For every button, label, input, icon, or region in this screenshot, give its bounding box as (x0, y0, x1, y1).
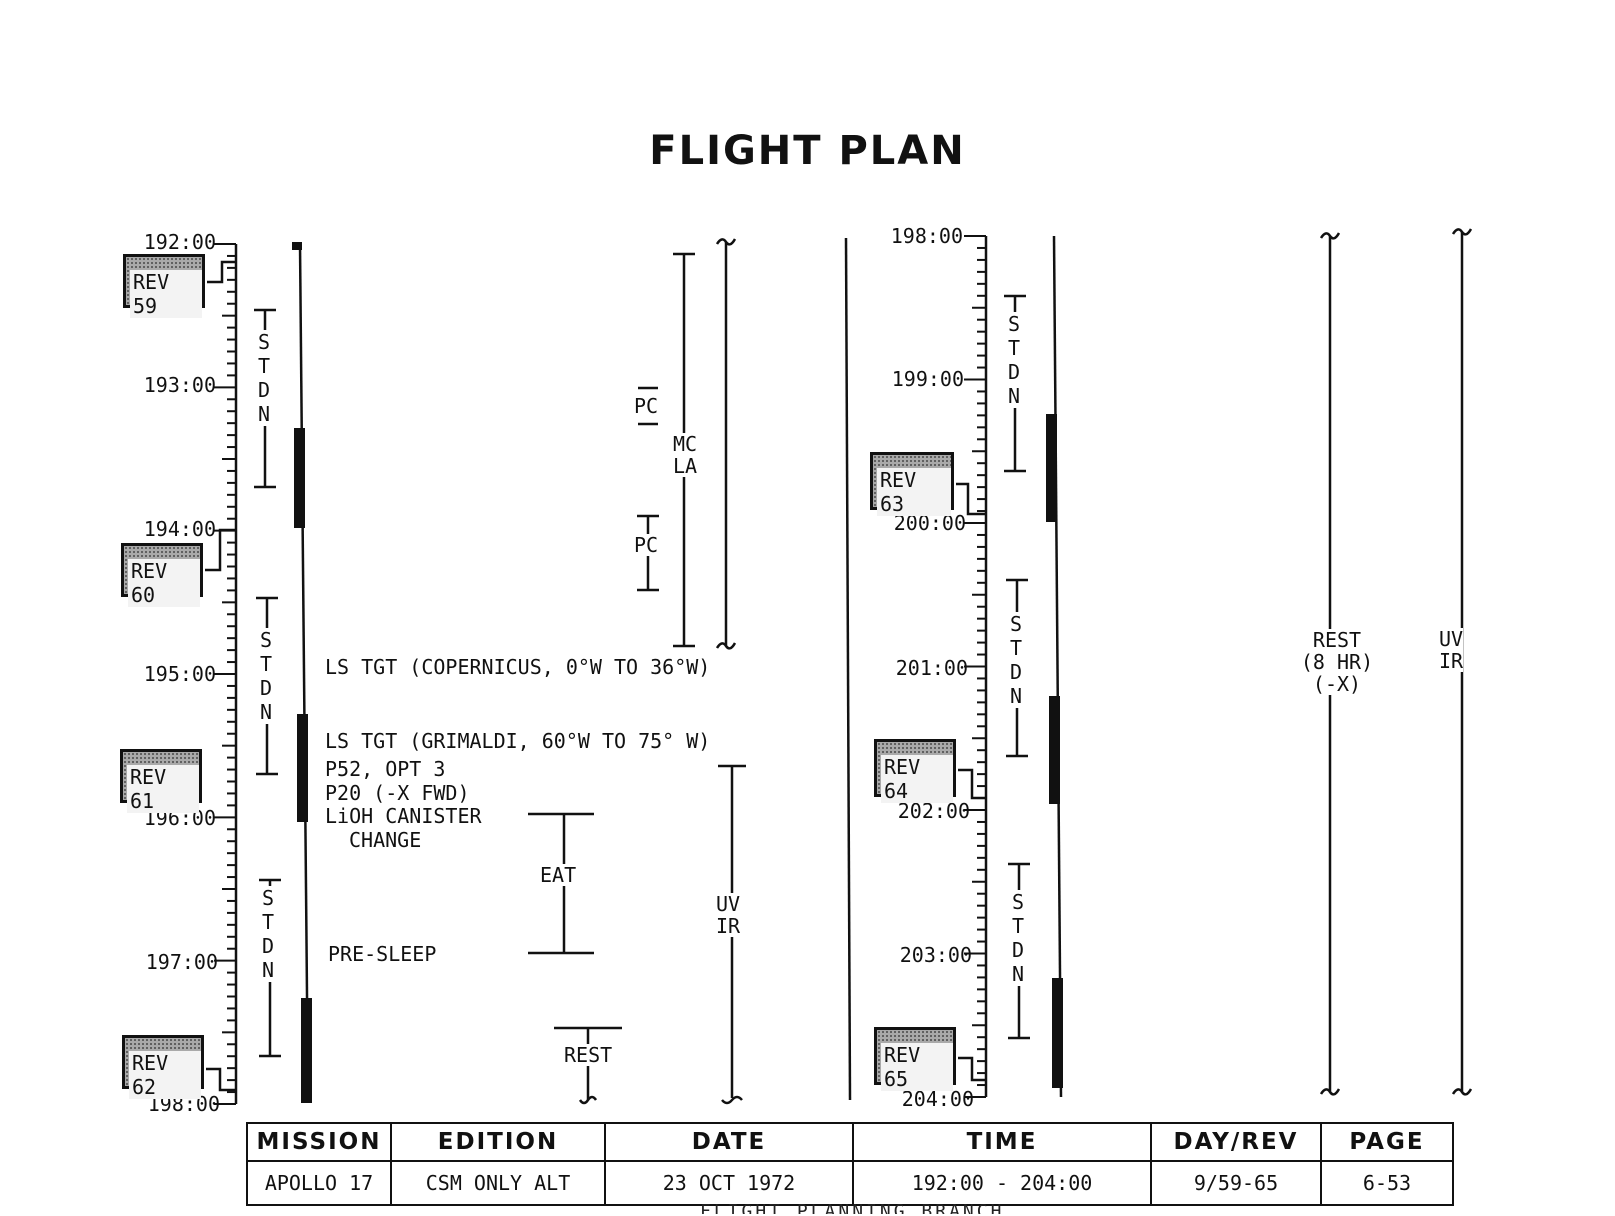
dark-bar (1046, 414, 1057, 522)
uvir-line-wave-bottom (715, 642, 737, 650)
rev-label: REV 64 (881, 755, 953, 803)
right-tick-label: 204:00 (901, 1087, 974, 1111)
footer-value-row: APOLLO 17 CSM ONLY ALT 23 OCT 1972 192:0… (246, 1160, 1454, 1206)
pc-label: PC (634, 394, 659, 418)
activity-p20: P20 (-X FWD) (325, 781, 470, 805)
activity-ls-tgt-grimaldi: LS TGT (GRIMALDI, 60°W TO 75° W) (325, 729, 711, 753)
activity-lioh-cont: CHANGE (349, 828, 422, 852)
rest-wave (578, 1095, 598, 1105)
activity-ls-tgt-copernicus: LS TGT (COPERNICUS, 0°W TO 36°W) (325, 655, 711, 679)
rev-label: REV 59 (130, 270, 202, 318)
right-tick-label: 199:00 (891, 367, 964, 391)
rev-connector (205, 528, 236, 572)
uvir-line-wave-top (715, 238, 737, 246)
footer-header-date: DATE (604, 1122, 854, 1162)
left-tick-label: 197:00 (145, 950, 218, 974)
footer-header-dayrev: DAY/REV (1150, 1122, 1322, 1162)
rev-box: REV 60 (121, 543, 203, 607)
pc-label: PC (634, 533, 659, 557)
left-tick-label: 195:00 (143, 662, 216, 686)
rev-box: REV 64 (874, 739, 956, 803)
eat-label: EAT (540, 863, 577, 887)
right-tick-label: 203:00 (899, 943, 972, 967)
dark-bar (1052, 978, 1063, 1088)
footer-table: MISSION EDITION DATE TIME DAY/REV PAGE A… (246, 1122, 1454, 1206)
rev-label: REV 60 (128, 559, 200, 607)
rev-connector (958, 1056, 986, 1082)
right-tick-label: 198:00 (890, 224, 963, 248)
rev-connector (956, 482, 986, 516)
dark-bar (301, 998, 312, 1103)
footer-dayrev: 9/59-65 (1150, 1160, 1322, 1206)
footer-edition: CSM ONLY ALT (390, 1160, 606, 1206)
page-title: FLIGHT PLAN (649, 128, 966, 174)
dark-bar (294, 428, 305, 528)
dark-bar (292, 242, 302, 250)
rest-8hr-line-wave-top (1319, 232, 1341, 240)
rev-label: REV 61 (127, 765, 199, 813)
right-tick-label: 202:00 (897, 799, 970, 823)
rev-label: REV 65 (881, 1043, 953, 1091)
uvir-line-wave-bottom (1451, 1088, 1473, 1096)
attitude-line (1052, 235, 1063, 1098)
footer-header-row: MISSION EDITION DATE TIME DAY/REV PAGE (246, 1122, 1454, 1162)
attitude-line (298, 243, 310, 1103)
footer-note: FLIGHT PLANNING BRANCH (700, 1201, 1005, 1214)
left-tick-label: 194:00 (143, 517, 216, 541)
rev-box: REV 63 (870, 452, 954, 516)
rev-box: REV 62 (122, 1035, 204, 1099)
activity-pre-sleep: PRE-SLEEP (328, 942, 437, 966)
footer-date: 23 OCT 1972 (604, 1160, 854, 1206)
rev-label: REV 62 (129, 1051, 201, 1099)
rev-connector (206, 1067, 236, 1092)
column-divider (844, 237, 852, 1101)
rev-box: REV 65 (874, 1027, 956, 1091)
left-tick-label: 192:00 (143, 230, 216, 254)
footer-header-page: PAGE (1320, 1122, 1454, 1162)
activity-p52: P52, OPT 3 (325, 757, 446, 781)
footer-header-mission: MISSION (246, 1122, 392, 1162)
rest-label: REST (564, 1043, 613, 1067)
footer-time: 192:00 - 204:00 (852, 1160, 1152, 1206)
uvir-wave (721, 1095, 743, 1105)
rev-box: REV 59 (123, 254, 205, 318)
activity-lioh: LiOH CANISTER (325, 804, 482, 828)
rev-label: REV 63 (877, 468, 951, 516)
uvir-line-wave-top (1451, 228, 1473, 236)
rest-8hr-line-wave-bottom (1319, 1088, 1341, 1096)
dark-bar (1049, 696, 1060, 804)
footer-page: 6-53 (1320, 1160, 1454, 1206)
footer-header-edition: EDITION (390, 1122, 606, 1162)
rev-box: REV 61 (120, 749, 202, 813)
rev-connector (207, 260, 236, 284)
left-tick-label: 193:00 (143, 373, 216, 397)
dark-bar (297, 714, 308, 822)
right-tick-label: 201:00 (895, 656, 968, 680)
footer-mission: APOLLO 17 (246, 1160, 392, 1206)
footer-header-time: TIME (852, 1122, 1152, 1162)
rev-connector (958, 768, 986, 800)
rest-8hr-label: REST(8 HR)(-X) (1292, 629, 1382, 695)
